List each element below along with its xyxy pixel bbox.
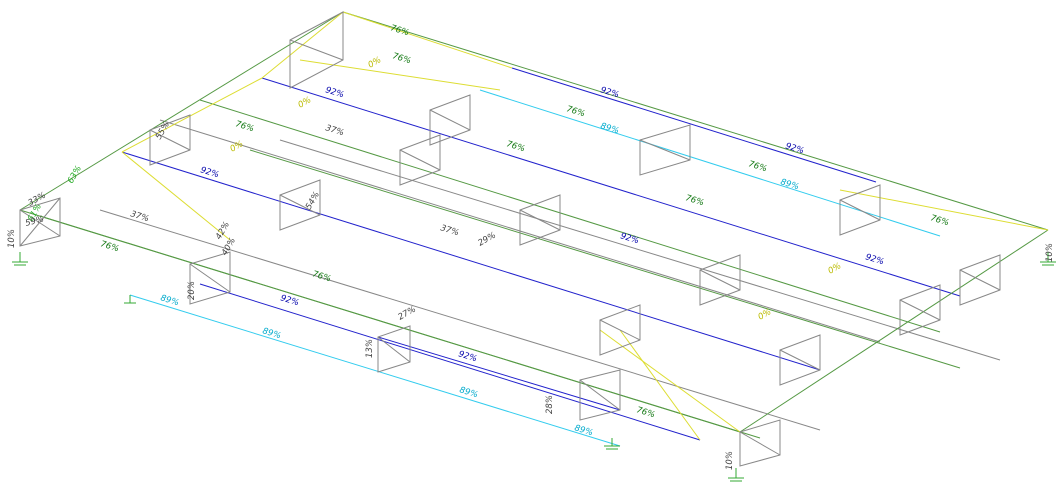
pin-support-icon[interactable] xyxy=(728,468,744,482)
truss-bay[interactable] xyxy=(149,114,191,166)
member-76-d[interactable] xyxy=(249,149,961,369)
member-37-a[interactable] xyxy=(99,209,821,431)
ratio-label: 76% xyxy=(391,51,412,66)
ratio-label: 37% xyxy=(324,123,345,138)
ratio-label: 76% xyxy=(684,193,705,208)
ratio-label: 92% xyxy=(864,252,885,267)
pin-support-icon[interactable] xyxy=(12,252,28,266)
truss-bay[interactable] xyxy=(399,134,441,186)
ratio-label: 13% xyxy=(365,339,375,358)
member-92-front[interactable] xyxy=(199,283,701,441)
utilization-labels: 76% 76% 0% 92% 92% 76% 89% 92% 76% 37% 0… xyxy=(7,23,1055,470)
ratio-label: 76% xyxy=(389,23,410,38)
member-89-b[interactable] xyxy=(479,89,941,237)
ratio-label: 20% xyxy=(187,281,197,300)
member-92-mid[interactable] xyxy=(121,151,821,371)
member-edge-left[interactable] xyxy=(19,11,344,211)
members xyxy=(19,11,1049,447)
truss-bay[interactable] xyxy=(19,197,61,247)
brace-6[interactable] xyxy=(839,189,1049,231)
ratio-label: 54% xyxy=(304,190,322,211)
supports xyxy=(12,252,1056,482)
member-ridge-back[interactable] xyxy=(342,11,1049,231)
member-92-top[interactable] xyxy=(511,67,877,183)
member-76-c[interactable] xyxy=(199,99,941,333)
ratio-label: 76% xyxy=(747,159,768,174)
member-edge-right[interactable] xyxy=(739,229,1049,433)
ratio-label: 76% xyxy=(311,269,332,284)
ratio-label: 89% xyxy=(599,121,620,136)
pin-support-icon[interactable] xyxy=(124,295,136,304)
truss-bay[interactable] xyxy=(289,11,344,89)
ratio-label: 76% xyxy=(635,405,656,420)
truss-bay[interactable] xyxy=(279,179,321,231)
pin-support-icon[interactable] xyxy=(1040,252,1056,266)
member-89-a[interactable] xyxy=(129,294,621,447)
ratio-label: 10% xyxy=(725,451,735,470)
ratio-label: 0% xyxy=(827,261,844,276)
ratio-label: 0% xyxy=(367,55,384,70)
ratio-label: 0% xyxy=(297,95,314,110)
truss-bay[interactable] xyxy=(839,184,881,236)
truss-bay[interactable] xyxy=(429,94,471,146)
brace-1[interactable] xyxy=(342,11,513,69)
ratio-label: 76% xyxy=(929,213,950,228)
brace-3[interactable] xyxy=(121,77,263,153)
truss-bays xyxy=(19,11,1001,467)
ratio-label: 10% xyxy=(1045,243,1055,262)
truss-bay[interactable] xyxy=(779,334,821,386)
truss-bay[interactable] xyxy=(579,369,621,421)
pin-support-icon[interactable] xyxy=(604,438,620,450)
brace-5[interactable] xyxy=(599,329,741,433)
ratio-label: 27% xyxy=(397,304,418,322)
truss-bay[interactable] xyxy=(519,194,561,246)
member-92-front2[interactable] xyxy=(377,336,621,411)
ratio-label: 76% xyxy=(505,139,526,154)
ratio-label: 63% xyxy=(66,164,84,185)
member-92-back[interactable] xyxy=(261,77,961,297)
truss-bay[interactable] xyxy=(377,325,411,373)
ratio-label: 37% xyxy=(439,223,460,238)
brace-4[interactable] xyxy=(121,151,231,241)
ratio-label: 89% xyxy=(458,385,479,400)
ratio-label: 28% xyxy=(545,395,555,414)
truss-bay[interactable] xyxy=(899,284,941,336)
ratio-label: 89% xyxy=(159,293,180,308)
truss-bay[interactable] xyxy=(739,419,781,467)
ratio-label: 59% xyxy=(24,214,45,229)
truss-bay[interactable] xyxy=(959,254,1001,306)
ratio-label: 76% xyxy=(234,119,255,134)
member-76-b[interactable] xyxy=(39,215,761,439)
ratio-label: 29% xyxy=(477,230,498,248)
ratio-label: 76% xyxy=(99,239,120,254)
brace-7[interactable] xyxy=(619,329,701,441)
truss-bay[interactable] xyxy=(189,251,231,305)
ratio-label: 10% xyxy=(7,229,17,248)
truss-bay[interactable] xyxy=(699,254,741,306)
ratio-label: 92% xyxy=(199,165,220,180)
ratio-label: 89% xyxy=(573,423,594,438)
ratio-label: 76% xyxy=(565,104,586,119)
truss-bay[interactable] xyxy=(599,304,641,356)
ratio-label: 89% xyxy=(779,177,800,192)
truss-bay[interactable] xyxy=(639,124,691,176)
